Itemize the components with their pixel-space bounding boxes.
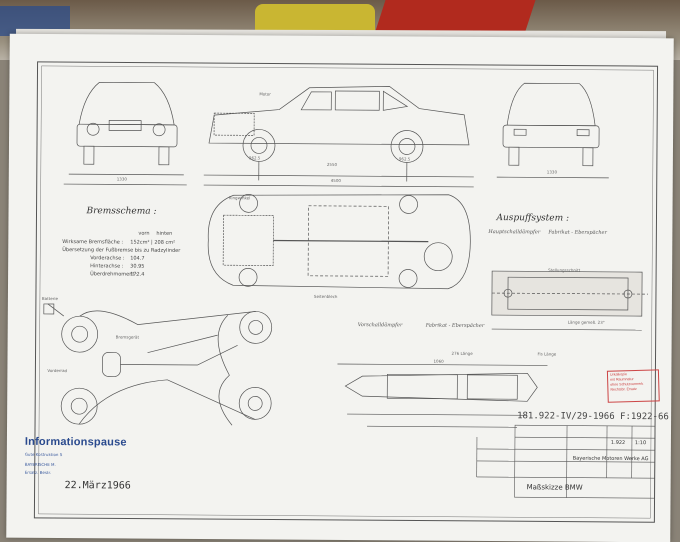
brake-col-front: vorn: [138, 231, 149, 237]
pre-muffler-note: Fabrikat - Eberspächer: [426, 323, 485, 329]
title-block-title: Maßskizze BMW: [527, 483, 583, 491]
title-block-scale: 1:10: [635, 440, 646, 446]
red-stamp-line: Rechtsbr. Ersatz: [610, 386, 656, 392]
label-side: Seitenblech: [314, 294, 338, 299]
title-block-rev: 1.922: [611, 440, 625, 446]
main-muffler-note: Fabrikat - Eberspächer: [548, 229, 607, 235]
info-stamp-line: BAYERISCHE M.: [25, 462, 56, 467]
info-stamp-line: Ersatz. Bestr.: [25, 470, 51, 475]
dim-overall-length: 4500: [331, 178, 341, 183]
brake-row-value: 152cm² | 208 cm²: [130, 240, 175, 246]
label-brake-booster: Bremsgerät: [116, 334, 139, 339]
label-ringwire: Ringwinkel: [229, 195, 251, 200]
brake-row-label: Vorderachse :: [90, 255, 124, 261]
info-stamp-title: Informationspause: [25, 436, 127, 449]
red-approval-stamp: Urkalkopie mit Raumnatur ohne Schutzverm…: [607, 369, 660, 402]
label-battery: Batterie: [42, 296, 58, 301]
dim-wheelbase: 2550: [327, 162, 337, 167]
brake-row-value: 104.7: [130, 256, 144, 262]
label-rear-note-top: Stellungsschnitt: [548, 267, 580, 272]
label-muffler-length: 1060: [433, 359, 443, 364]
title-block-company: Bayerische Motoren Werke AG: [573, 456, 649, 463]
brake-row-label: Wirksame Bremsfläche :: [62, 239, 123, 245]
rear-view-car: [497, 83, 610, 178]
front-view-car: [64, 82, 188, 185]
brake-row-value: 30.95: [130, 264, 144, 270]
label-muffler-dim-2: Fis Länge: [538, 351, 557, 356]
label-rear-note-bottom: Länge gemeß. 23°: [568, 320, 605, 325]
pre-muffler-label: Vorschalldämpfer: [358, 322, 403, 328]
dim-rear-overhang: 962.5: [399, 156, 410, 161]
side-view-car: [204, 85, 475, 187]
chassis-top-view: [208, 193, 471, 289]
exhaust-section-title: Auspuffsystem :: [496, 213, 569, 224]
drawing-date: 22.März1966: [65, 480, 131, 491]
pre-muffler-drawing: [337, 364, 547, 427]
info-stamp-line: Gute Kostruktion S: [25, 452, 62, 457]
dim-rear-track: 1330: [547, 169, 557, 174]
brake-row-label: Hinterachse :: [90, 263, 123, 269]
dim-front-track: 1330: [117, 176, 127, 181]
main-muffler-label: Hauptschalldämpfer: [488, 229, 540, 235]
brake-row-value: 172.4: [130, 272, 144, 278]
label-muffler-dim-1: 276 Länge: [452, 351, 473, 356]
brake-col-rear: hinten: [156, 231, 172, 237]
brake-schematic: [43, 304, 272, 426]
drawing-number: 181.922-IV/29-1966 F:1922-66: [517, 411, 669, 422]
dim-front-overhang: 962.5: [249, 155, 260, 160]
blueprint-drawing: [6, 34, 674, 542]
label-engine: Motor: [259, 91, 271, 96]
brake-section-title: Bremsschema :: [86, 206, 156, 216]
brake-row-label: Übersetzung der Fußbremse bis zu Radzyli…: [62, 247, 180, 254]
label-front-wheel: Vorderrad: [47, 368, 67, 373]
background-sign-red: [374, 0, 535, 34]
blueprint-sheet: Bremsschema : Auspuffsystem : Hauptschal…: [6, 34, 674, 542]
